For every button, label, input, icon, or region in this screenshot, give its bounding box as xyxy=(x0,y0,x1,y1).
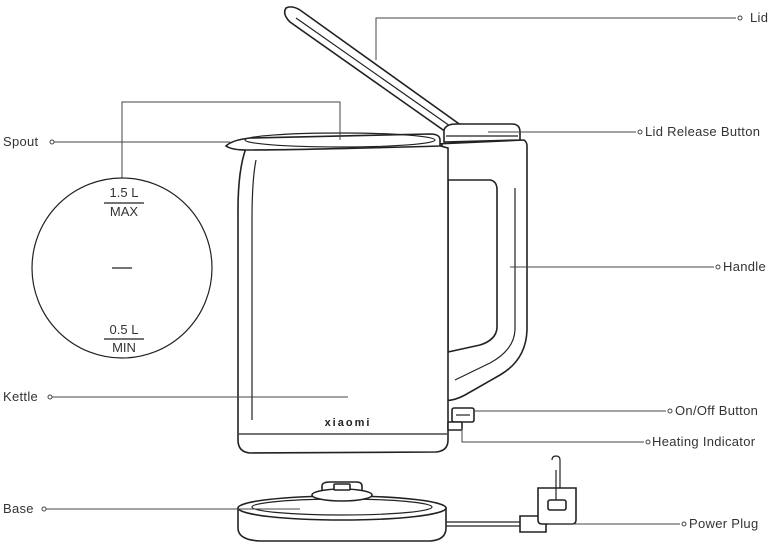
base-label: Base xyxy=(3,501,34,516)
heating-indicator-callout: Heating Indicator xyxy=(461,428,756,449)
on-off-switch-drawing xyxy=(447,407,475,431)
base-drawing xyxy=(237,481,447,542)
min-label: MIN xyxy=(112,340,136,355)
handle-label: Handle xyxy=(723,259,766,274)
max-label: MAX xyxy=(110,204,139,219)
lid-callout: Lid xyxy=(375,10,768,60)
handle-drawing xyxy=(435,139,528,402)
lid-release-button-callout: Lid Release Button xyxy=(488,124,760,139)
power-plug-label: Power Plug xyxy=(689,516,758,531)
min-volume-label: 0.5 L xyxy=(110,322,139,337)
handle-callout: Handle xyxy=(510,259,766,274)
kettle-label: Kettle xyxy=(3,389,38,404)
kettle-callout: Kettle xyxy=(3,389,348,404)
kettle-body-drawing xyxy=(237,143,449,454)
power-plug-callout: Power Plug xyxy=(548,516,758,531)
spout-callout: Spout xyxy=(3,134,230,149)
heating-indicator-label: Heating Indicator xyxy=(652,434,756,449)
power-cord-drawing xyxy=(446,455,577,533)
brand-logo: xiaomi xyxy=(325,417,372,429)
water-level-gauge: 1.5 L MAX 0.5 L MIN xyxy=(31,101,341,359)
on-off-button-label: On/Off Button xyxy=(675,403,758,418)
max-volume-label: 1.5 L xyxy=(110,185,139,200)
spout-rim-drawing xyxy=(224,132,441,151)
on-off-button-callout: On/Off Button xyxy=(474,403,758,418)
lid-release-button-drawing xyxy=(443,123,521,143)
base-callout: Base xyxy=(3,501,300,516)
lid-label: Lid xyxy=(750,10,768,25)
spout-label: Spout xyxy=(3,134,39,149)
lid-release-button-label: Lid Release Button xyxy=(645,124,760,139)
